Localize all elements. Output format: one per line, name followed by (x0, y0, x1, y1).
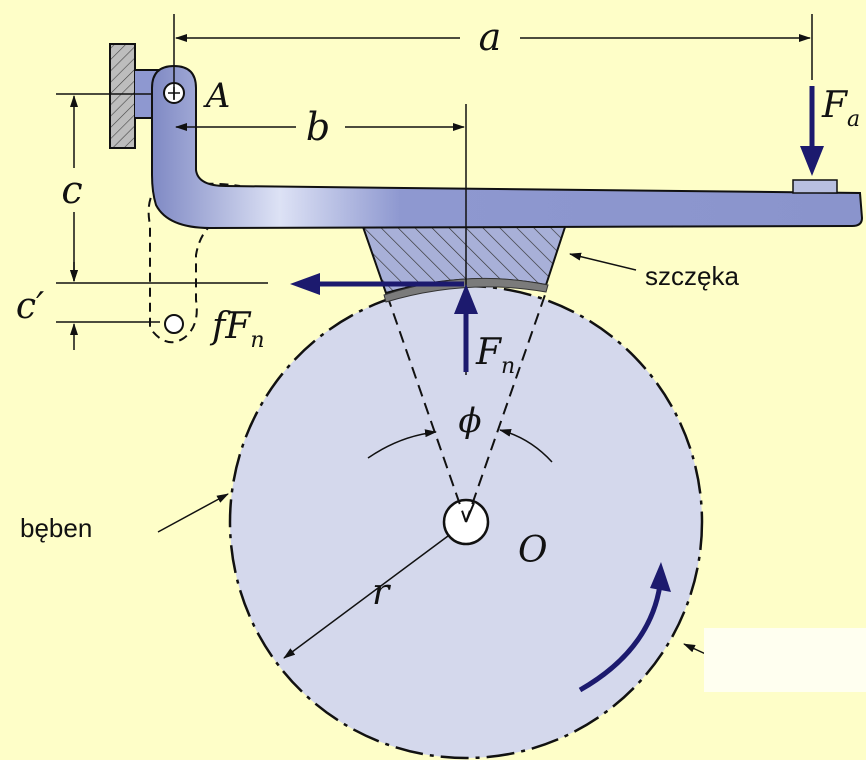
label-a: a (479, 15, 502, 59)
alt-pivot-circle (164, 314, 184, 334)
lever-alt-outline (147, 184, 216, 344)
label-A: A (203, 76, 231, 116)
rotation-label-box (704, 628, 866, 692)
label-b: b (306, 105, 330, 149)
force-Fn-head (454, 284, 478, 314)
label-phi: ϕ (458, 401, 481, 441)
force-Fn: Fn (454, 284, 515, 379)
dimension-c-prime: c′ (16, 262, 160, 350)
dimension-c: c (56, 93, 268, 284)
label-drum: bęben (20, 513, 92, 543)
sector-line-right (465, 291, 547, 523)
sector-line-left (385, 291, 467, 523)
label-Fa: Fa (821, 85, 860, 132)
rotation-arrow (578, 584, 663, 693)
callout-shoe: szczęka (569, 252, 739, 291)
label-fFn: fFn (209, 306, 264, 353)
label-shoe: szczęka (645, 261, 739, 291)
rotation-arrow-head (650, 562, 671, 592)
radius-line (283, 535, 449, 659)
label-Fn: Fn (475, 332, 515, 379)
load-pad (792, 179, 838, 194)
force-Fa: Fa (800, 85, 860, 176)
label-c-prime: c′ (16, 286, 44, 327)
wall-mount (109, 43, 136, 149)
callout-drum-leader (157, 493, 229, 533)
callout-drum: bęben (20, 493, 229, 543)
callout-rotation (683, 628, 866, 692)
force-Fa-head (800, 146, 824, 176)
dimension-a: a (173, 14, 813, 100)
phi-arrow-left (367, 429, 437, 459)
force-fFn-head (290, 273, 320, 295)
force-fFn: fFn (209, 273, 464, 353)
label-c: c (61, 168, 82, 212)
drum (228, 284, 704, 760)
label-O: O (518, 530, 548, 571)
label-r: r (372, 572, 391, 613)
phi-arrow-right (499, 428, 553, 463)
callout-shoe-leader (569, 252, 637, 271)
